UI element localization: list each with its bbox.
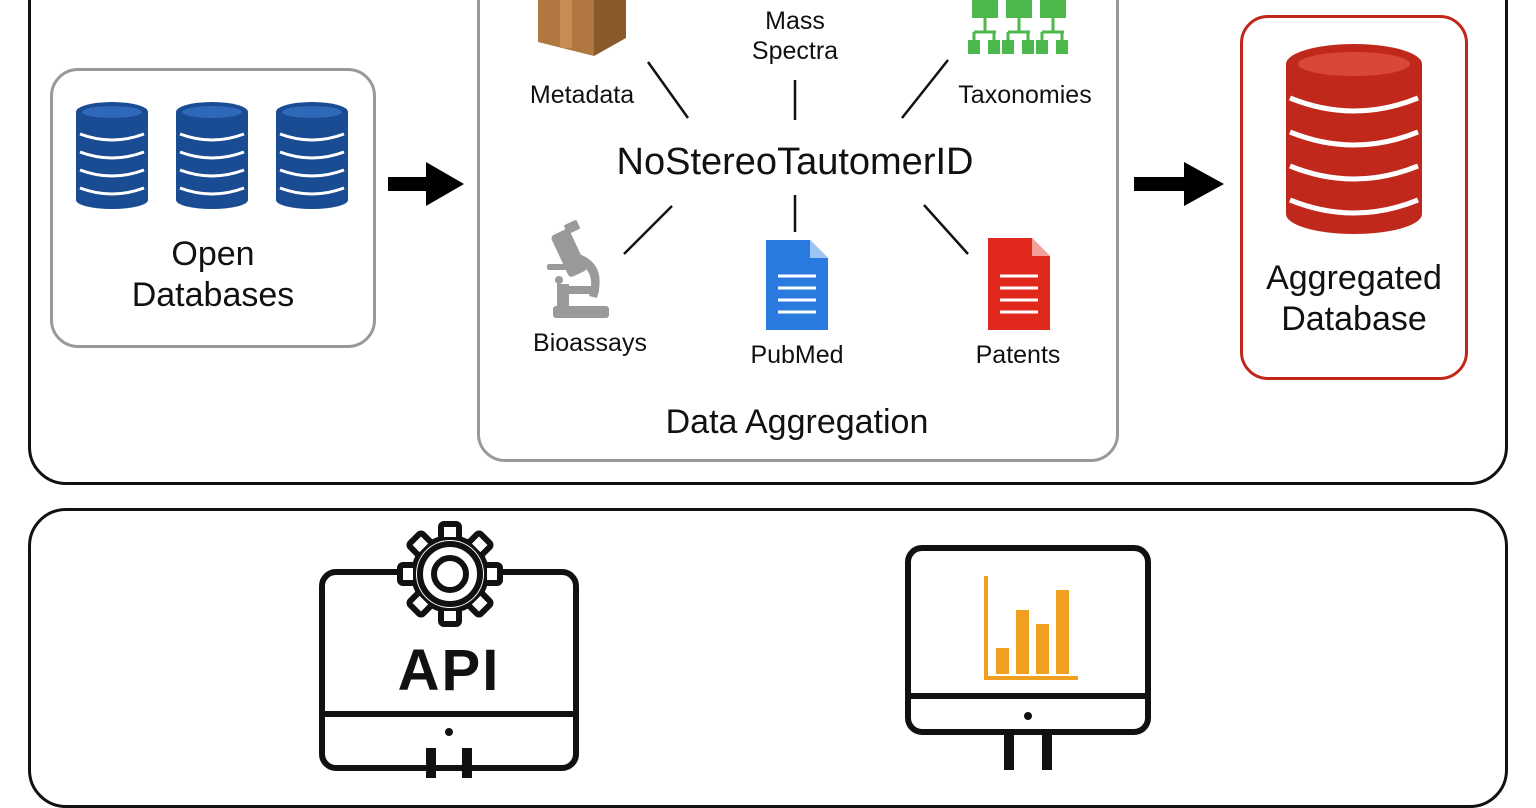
aggregated-database-line2: Database	[1281, 299, 1427, 338]
nostereotautomerid-label: NoStereoTautomerID	[616, 141, 974, 183]
pubmed-label: PubMed	[750, 341, 844, 369]
open-databases-line2: Databases	[131, 275, 295, 314]
access-panel	[28, 508, 1508, 808]
aggregated-database-line1: Aggregated	[1266, 259, 1442, 297]
data-aggregation-caption: Data Aggregation	[665, 403, 929, 441]
arrow-right-icon	[388, 162, 464, 206]
data-aggregation-box	[477, 0, 1119, 462]
mass-spectra-line2: Spectra	[751, 37, 839, 65]
database-icon	[1286, 44, 1422, 234]
open-databases-label: Open Databases	[50, 234, 376, 316]
open-databases-line1: Open	[171, 235, 255, 273]
microscope-icon	[547, 220, 609, 318]
api-label: API	[397, 638, 501, 703]
patent-document-icon	[988, 238, 1050, 330]
open-database-icons	[76, 102, 348, 209]
aggregated-database-box	[1240, 15, 1468, 380]
aggregation-connector-lines	[623, 59, 969, 255]
database-icon	[76, 102, 148, 209]
bioassays-label: Bioassays	[533, 329, 647, 357]
box-icon	[538, 0, 626, 56]
mass-spectra-line1: Mass	[765, 7, 825, 35]
arrow-right-icon	[1134, 162, 1224, 206]
taxonomies-label: Taxonomies	[958, 81, 1092, 109]
mass-spectra-label: Mass Spectra	[715, 6, 875, 66]
aggregated-database-label: Aggregated Database	[1240, 258, 1468, 340]
patents-label: Patents	[975, 341, 1061, 369]
metadata-label: Metadata	[529, 81, 635, 109]
bar-chart-icon	[984, 576, 1078, 680]
taxonomy-tree-icon	[968, 0, 1068, 54]
open-databases-box	[50, 68, 376, 348]
gear-icon	[397, 521, 503, 627]
pipeline-panel	[28, 0, 1508, 485]
document-icon	[766, 240, 828, 330]
